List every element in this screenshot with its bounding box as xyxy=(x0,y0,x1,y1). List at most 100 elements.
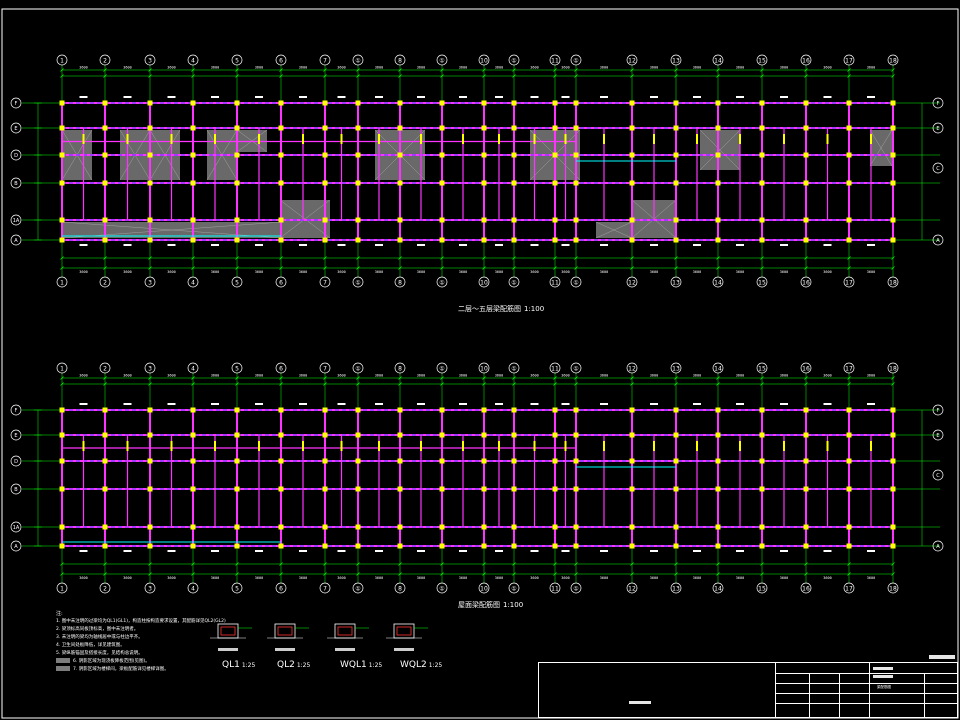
dimension-tick xyxy=(60,382,64,386)
dimension-tick xyxy=(674,572,678,576)
dimension-text: 3600 xyxy=(375,270,383,274)
column xyxy=(573,180,579,186)
rebar-callout xyxy=(82,441,85,451)
dimension-tick xyxy=(191,256,195,260)
dimension-tick xyxy=(674,376,678,380)
column xyxy=(397,237,403,243)
dimension-text: 3600 xyxy=(299,374,307,378)
axis-number: 12 xyxy=(628,366,636,373)
axis-letter: A xyxy=(936,238,940,244)
beam-label xyxy=(123,244,132,246)
column xyxy=(715,217,721,223)
dimension-tick xyxy=(553,572,557,576)
column xyxy=(59,407,65,413)
axis-number: 3 xyxy=(148,58,152,65)
column xyxy=(190,407,196,413)
column xyxy=(890,432,896,438)
axis-number: 11 xyxy=(551,280,559,287)
axis-number: 6 xyxy=(279,280,283,287)
axis-letter: C xyxy=(936,473,940,479)
section-stirrup xyxy=(220,626,236,636)
axis-number: 16 xyxy=(802,586,810,593)
column xyxy=(439,100,445,106)
column xyxy=(846,432,852,438)
column xyxy=(322,100,328,106)
column xyxy=(673,125,679,131)
column xyxy=(573,125,579,131)
axis-number: 5 xyxy=(235,58,239,65)
axis-number: 15 xyxy=(758,586,766,593)
beam-label xyxy=(337,550,346,552)
axis-bubble xyxy=(626,582,638,594)
column xyxy=(673,432,679,438)
dimension-tick xyxy=(512,572,516,576)
column xyxy=(234,217,240,223)
axis-bubble xyxy=(319,362,331,374)
beam-label xyxy=(561,403,570,405)
dimension-tick xyxy=(574,562,578,566)
axis-number: 5 xyxy=(235,366,239,373)
dimension-tick xyxy=(891,572,895,576)
column xyxy=(481,524,487,530)
dimension-tick xyxy=(279,68,283,72)
dimension-text: 3600 xyxy=(650,66,658,70)
axis-bubble xyxy=(670,582,682,594)
column xyxy=(102,125,108,131)
column xyxy=(322,180,328,186)
beam-label xyxy=(823,550,832,552)
axis-bubble xyxy=(626,276,638,288)
axis-bubble xyxy=(275,276,287,288)
column xyxy=(234,524,240,530)
column xyxy=(234,125,240,131)
beam-label xyxy=(337,96,346,98)
column xyxy=(511,486,517,492)
axis-bubble xyxy=(626,54,638,66)
axis-bubble xyxy=(843,582,855,594)
column xyxy=(59,432,65,438)
column xyxy=(102,458,108,464)
axis-bubble xyxy=(10,122,22,134)
column xyxy=(803,407,809,413)
axis-bubble xyxy=(508,362,520,374)
axis-number: 18 xyxy=(889,366,897,373)
rebar-callout xyxy=(696,441,698,451)
column xyxy=(397,180,403,186)
column xyxy=(629,125,635,131)
axis-number: ① xyxy=(439,366,444,373)
dimension-text: 3600 xyxy=(561,374,569,378)
column xyxy=(439,237,445,243)
column xyxy=(397,217,403,223)
dimension-tick xyxy=(891,266,895,270)
column xyxy=(481,237,487,243)
axis-bubble xyxy=(10,455,22,467)
axis-number: 6 xyxy=(279,58,283,65)
beam-label xyxy=(459,550,467,552)
axis-number: ① xyxy=(355,58,360,65)
dimension-tick xyxy=(847,562,851,566)
beam-label xyxy=(123,96,132,98)
column xyxy=(629,407,635,413)
axis-bubble xyxy=(843,54,855,66)
dimension-text: 3600 xyxy=(375,576,383,580)
beam-label xyxy=(650,403,658,405)
dimension-text: 3600 xyxy=(299,270,307,274)
dimension-text: 3600 xyxy=(123,66,131,70)
axis-number: 8 xyxy=(398,366,402,373)
column xyxy=(481,152,487,158)
dimension-tick xyxy=(398,266,402,270)
dimension-tick xyxy=(191,68,195,72)
column xyxy=(715,125,721,131)
dimension-text: 3600 xyxy=(375,374,383,378)
beam-label xyxy=(736,550,744,552)
dimension-tick xyxy=(716,256,720,260)
beam-label xyxy=(823,403,832,405)
column xyxy=(278,152,284,158)
axis-bubble xyxy=(570,362,582,374)
dimension-tick xyxy=(891,74,895,78)
axis-number: 15 xyxy=(758,280,766,287)
rebar-callout xyxy=(533,441,536,451)
axis-bubble xyxy=(932,404,944,416)
axis-bubble xyxy=(436,54,448,66)
column xyxy=(190,100,196,106)
